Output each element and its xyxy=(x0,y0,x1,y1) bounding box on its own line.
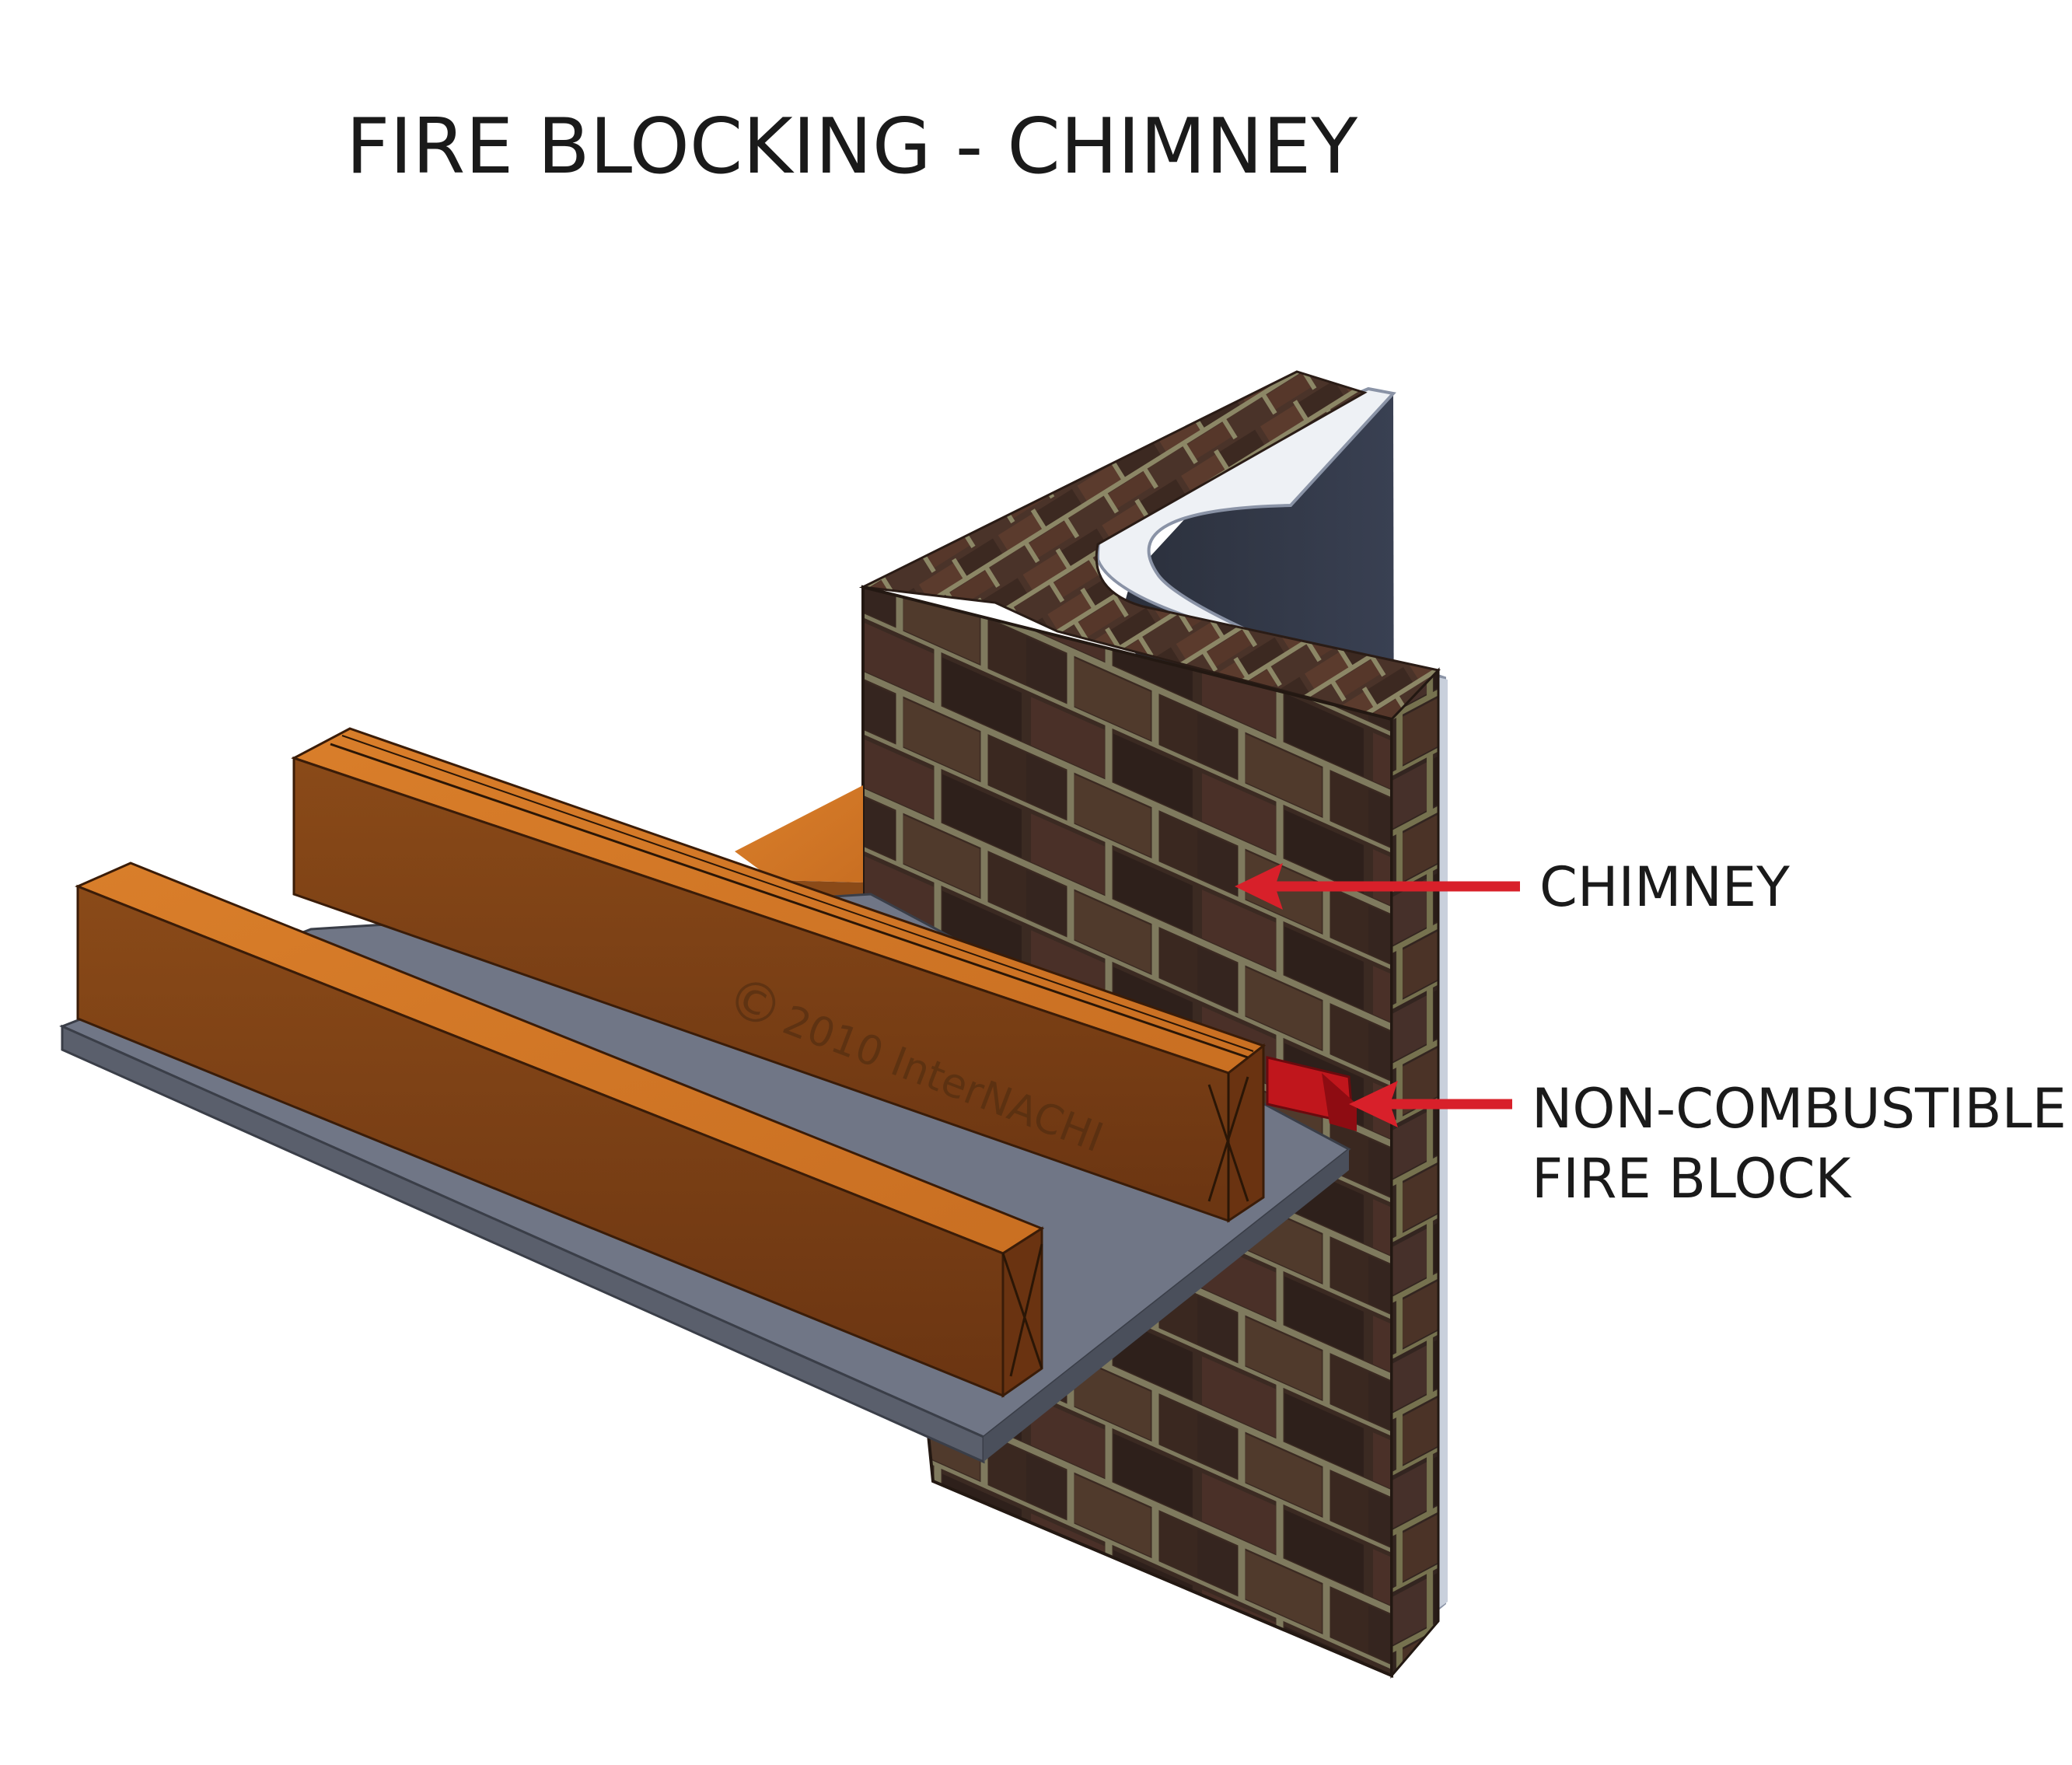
front-joist xyxy=(75,862,1045,1398)
fire-block-label-line1: NON-COMBUSTIBLE xyxy=(1532,1077,2067,1141)
page-title: FIRE BLOCKING - CHIMNEY xyxy=(346,103,1358,191)
arrow-left-icon xyxy=(1349,1081,1398,1127)
fire-block-callout: NON-COMBUSTIBLE FIRE BLOCK xyxy=(1349,1077,2067,1211)
fire-block-label-line2: FIRE BLOCK xyxy=(1532,1147,1853,1211)
chimney-side-face xyxy=(1390,667,1440,1679)
chimney-callout: CHIMNEY xyxy=(1235,855,1790,919)
chimney-label: CHIMNEY xyxy=(1539,855,1790,919)
back-joist xyxy=(291,727,1267,1223)
fire-block xyxy=(1266,1056,1357,1131)
arrow-left-icon xyxy=(1235,863,1283,910)
